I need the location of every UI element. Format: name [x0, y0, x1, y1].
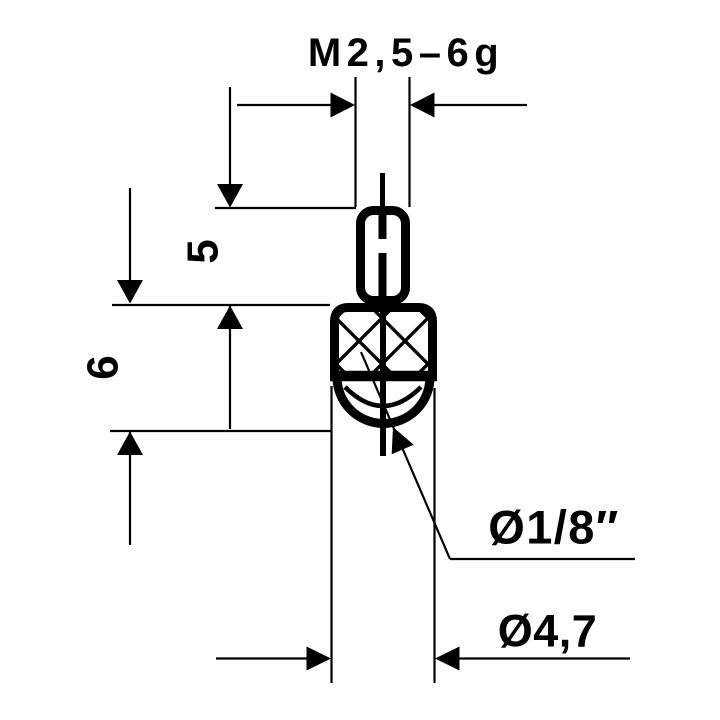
threaded-stud [356, 173, 410, 305]
thread-spec-dimension: M2,5–6g [237, 31, 527, 207]
thread-outline [356, 206, 410, 305]
body-length-dimension: 6 [78, 188, 332, 545]
thread-length-label: 5 [178, 239, 227, 263]
arrowhead [391, 427, 414, 455]
ball-diameter-callout: Ø1/8″ [359, 351, 635, 561]
arrowhead [330, 92, 355, 118]
arrowhead [217, 184, 243, 208]
thread-length-dimension: 5 [178, 87, 356, 429]
body-length-label: 6 [78, 355, 127, 379]
arrowhead [117, 280, 143, 304]
body-diameter-label: Ø4,7 [498, 606, 598, 657]
arrowhead [410, 92, 435, 118]
arrowhead [306, 646, 331, 671]
probe-body [330, 303, 437, 456]
arrowhead [435, 646, 460, 671]
body-diameter-dimension: Ø4,7 [216, 386, 630, 683]
leader-line [359, 351, 452, 560]
ball-diameter-label: Ø1/8″ [488, 501, 619, 554]
thread-spec-label: M2,5–6g [308, 31, 504, 75]
